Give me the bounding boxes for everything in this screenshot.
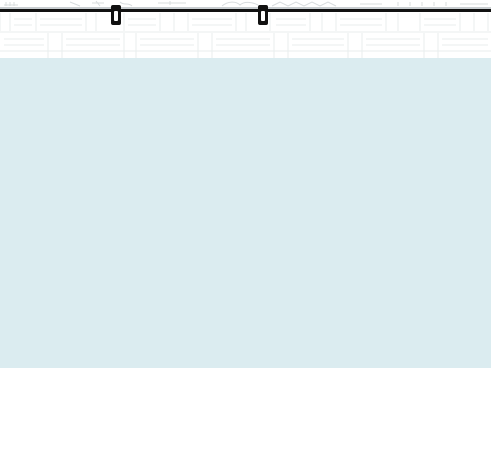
blank-area bbox=[0, 368, 491, 450]
content-panel[interactable] bbox=[0, 58, 491, 368]
brick-pattern-graphic bbox=[0, 13, 491, 58]
range-track[interactable] bbox=[0, 0, 491, 13]
range-start-handle[interactable] bbox=[111, 5, 121, 25]
overview-pattern bbox=[0, 13, 491, 58]
range-end-handle[interactable] bbox=[258, 5, 268, 25]
range-track-graphic bbox=[0, 0, 491, 12]
